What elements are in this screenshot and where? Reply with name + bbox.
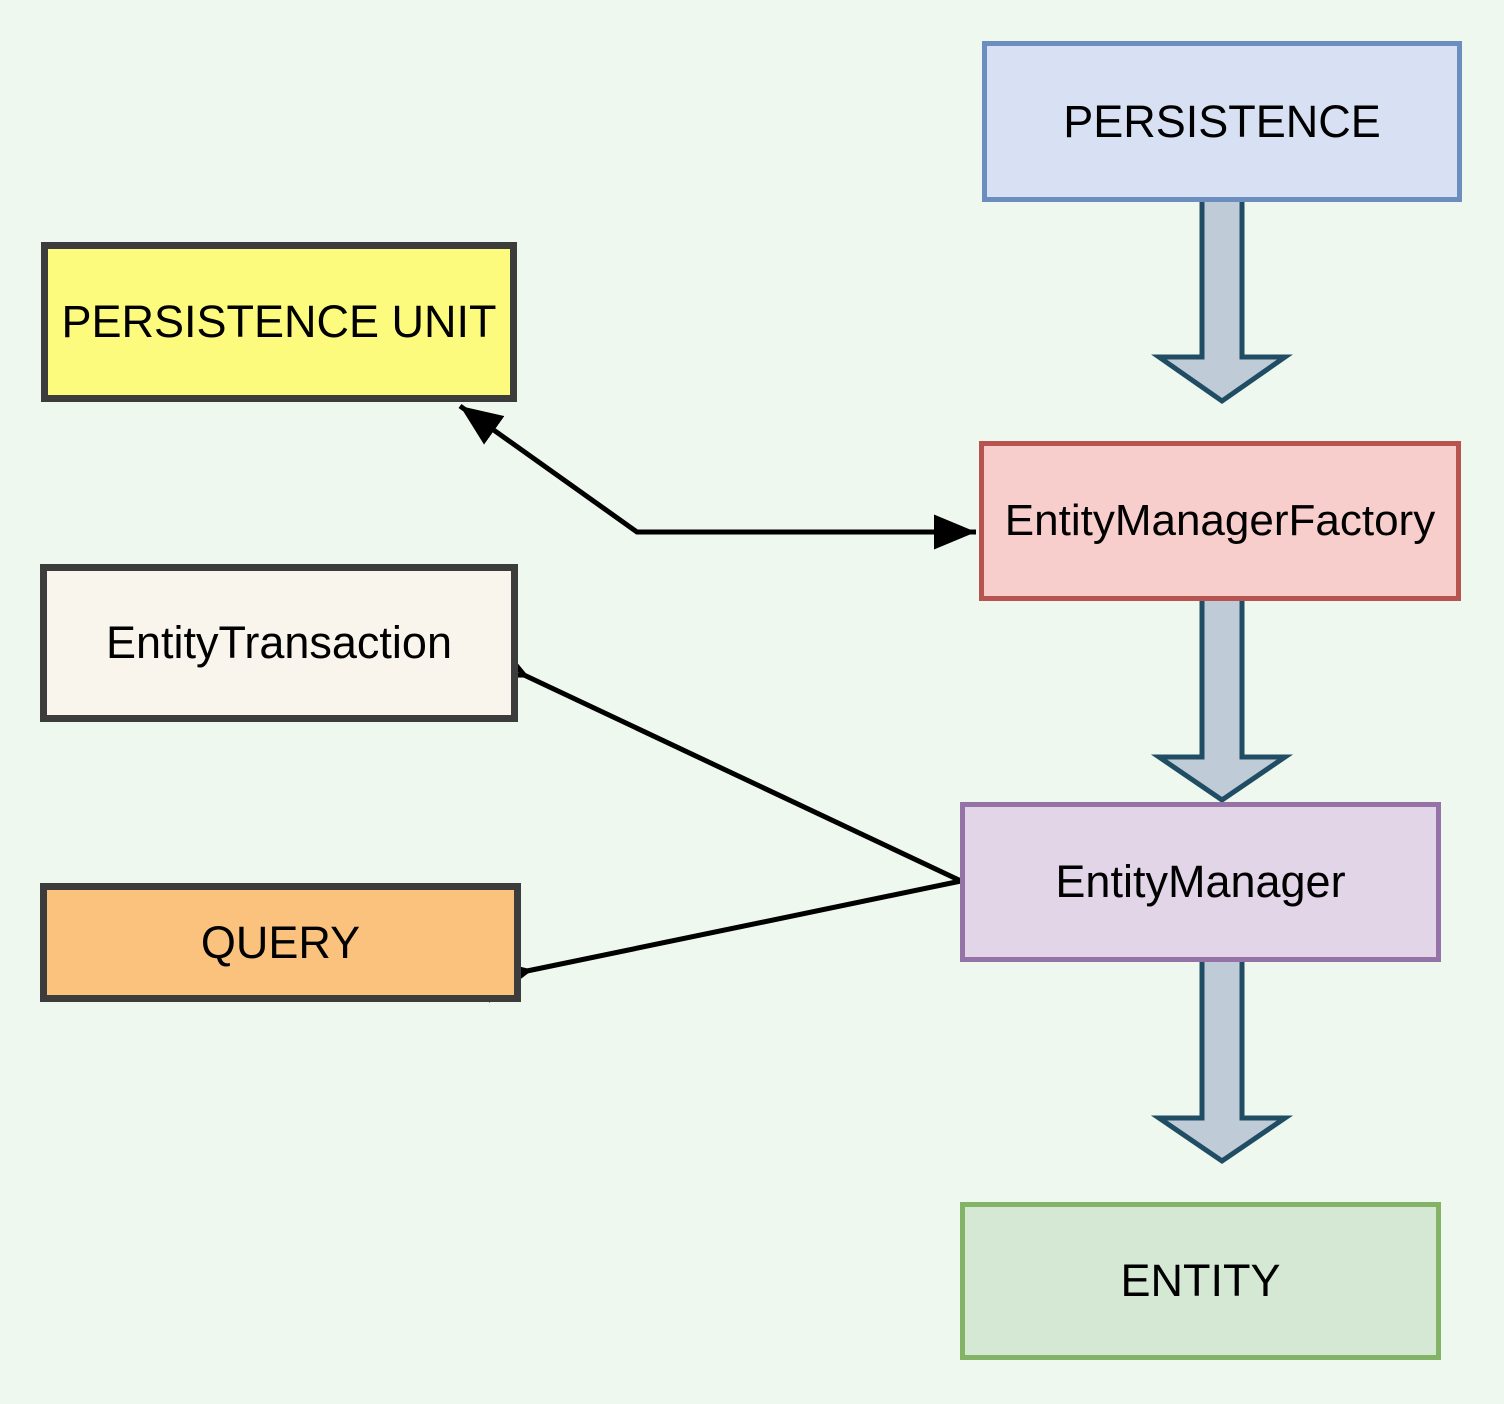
node-entity-manager-label: EntityManager — [1055, 856, 1346, 908]
node-query: QUERY — [40, 883, 521, 1002]
arrow-entitymanager-to-query — [478, 878, 962, 1003]
node-entity-manager: EntityManager — [960, 802, 1441, 962]
node-persistence-label: PERSISTENCE — [1063, 95, 1381, 147]
node-entity: ENTITY — [960, 1202, 1441, 1360]
node-query-label: QUERY — [200, 916, 361, 968]
node-entity-manager-factory: EntityManagerFactory — [979, 441, 1461, 601]
block-arrow-persistence-to-entitymanagerfactory — [1151, 180, 1293, 405]
node-persistence-unit: PERSISTENCE UNIT — [41, 242, 517, 402]
block-arrow-entitymanagerfactory-to-entitymanager — [1150, 578, 1294, 804]
arrow-entitymanager-to-entitytransaction — [474, 635, 963, 884]
node-entity-label: ENTITY — [1120, 1255, 1281, 1307]
node-entity-transaction: EntityTransaction — [40, 564, 518, 722]
node-persistence: PERSISTENCE — [982, 41, 1462, 202]
node-entity-transaction-label: EntityTransaction — [106, 617, 452, 669]
block-arrow-entitymanager-to-entity — [1150, 938, 1294, 1165]
node-entity-manager-factory-label: EntityManagerFactory — [1004, 495, 1436, 545]
arrow-persistenceunit-entitymanagerfactory — [458, 403, 976, 550]
node-persistence-unit-label: PERSISTENCE UNIT — [61, 296, 497, 348]
